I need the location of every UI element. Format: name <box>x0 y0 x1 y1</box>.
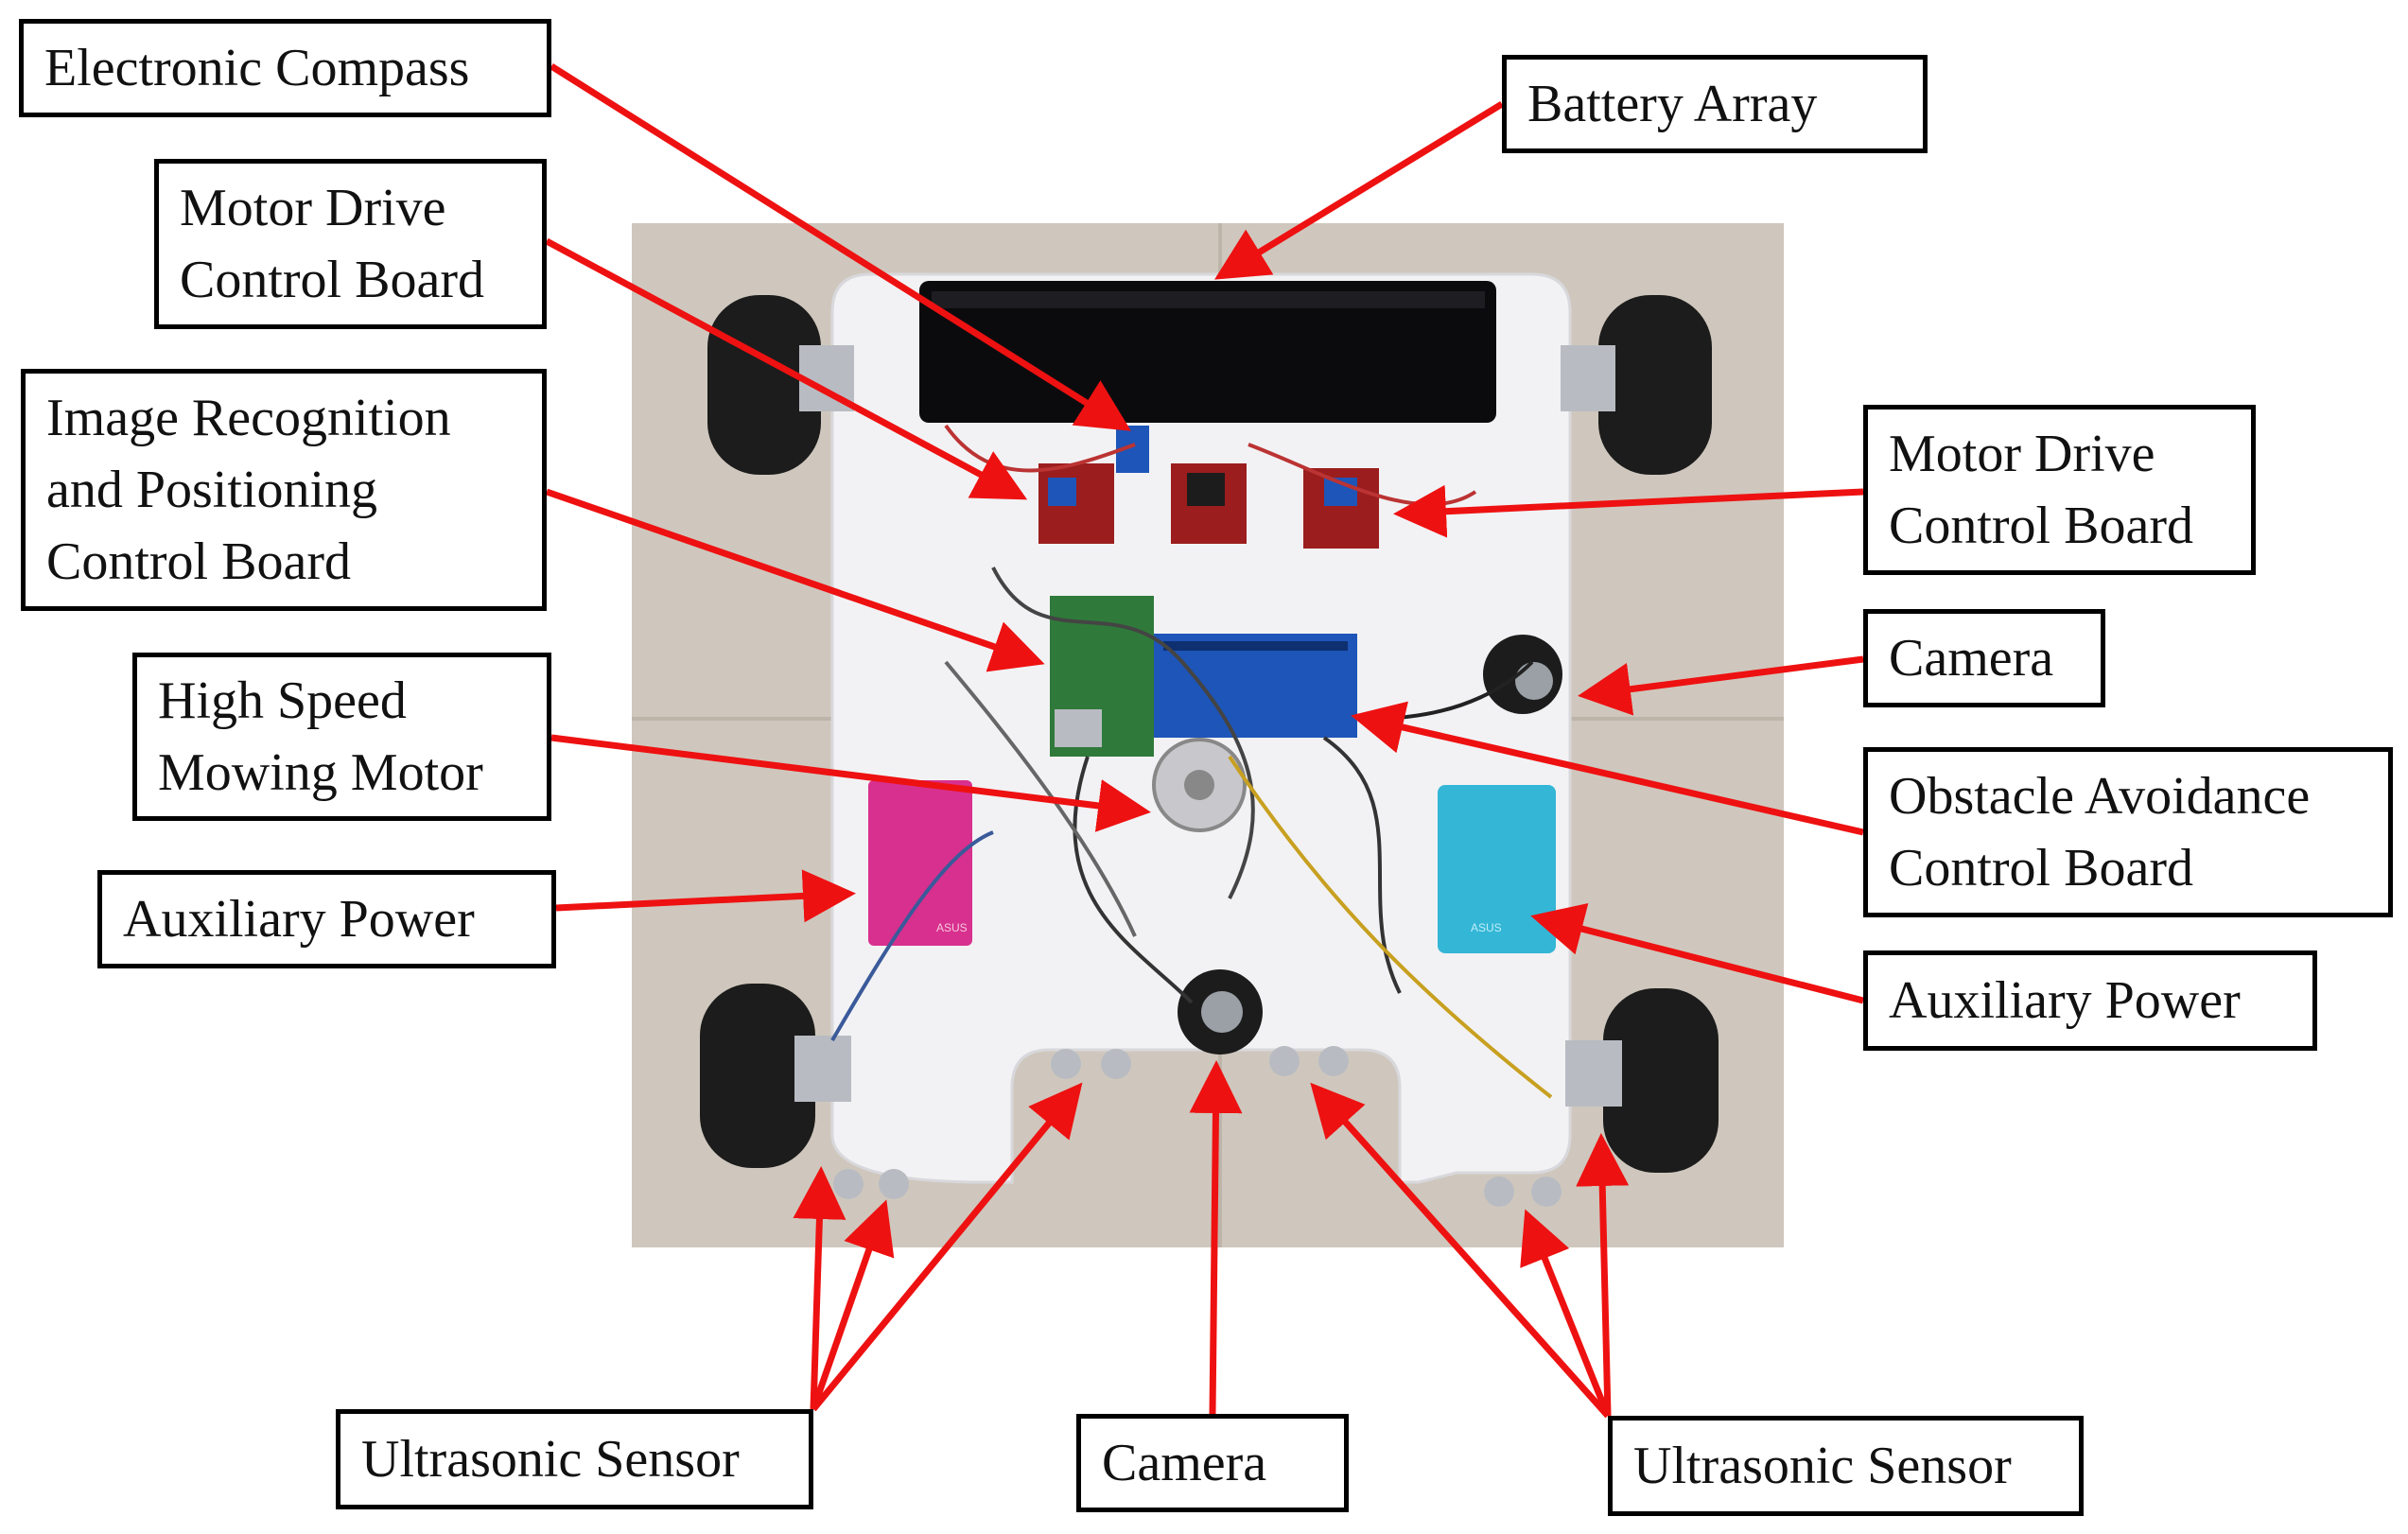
callout-arrows <box>545 63 1864 1419</box>
arrow-ultrasonic-r1 <box>1310 1082 1611 1419</box>
arrow-ultrasonic-l3 <box>811 1082 1083 1412</box>
arrow-ultrasonic-r2 <box>1520 1209 1612 1418</box>
ultrasonic-sensor-3 <box>1269 1046 1349 1076</box>
arrow-battery-array <box>1214 101 1504 280</box>
arrow-motor-drive-left <box>545 237 1028 500</box>
wheel-rear-left <box>700 984 851 1168</box>
aux-power-pink-brand: ASUS <box>936 921 968 934</box>
arrow-image-recognition <box>545 488 1045 672</box>
arrow-electronic-compass <box>550 63 1131 431</box>
label-aux-power-right: Auxiliary Power <box>1863 950 2317 1051</box>
label-motor-drive-right: Motor Drive Control Board <box>1863 405 2256 575</box>
label-ultrasonic-left: Ultrasonic Sensor <box>336 1409 813 1509</box>
label-camera-bottom: Camera <box>1076 1414 1349 1512</box>
ultrasonic-sensor-6 <box>1570 1055 1598 1083</box>
label-camera-right: Camera <box>1863 609 2105 707</box>
arrow-high-speed-motor <box>550 734 1151 832</box>
arrow-ultrasonic-l2 <box>810 1199 895 1411</box>
arrow-motor-drive-right <box>1393 484 1864 538</box>
label-motor-drive-left: Motor Drive Control Board <box>154 159 547 329</box>
aux-power-cyan <box>1438 785 1556 953</box>
arrow-aux-power-left <box>555 869 856 923</box>
arrow-ultrasonic-l1 <box>793 1166 846 1410</box>
label-ultrasonic-right: Ultrasonic Sensor <box>1608 1416 2084 1516</box>
label-battery-array: Battery Array <box>1502 55 1928 153</box>
robot-photo: ASUS ASUS <box>632 223 1784 1247</box>
arrow-camera-right <box>1578 655 1864 716</box>
ultrasonic-sensor-2 <box>1051 1049 1131 1079</box>
ultrasonic-sensor-5 <box>797 1055 826 1083</box>
aux-power-pink <box>868 780 972 946</box>
arrow-obstacle-avoidance <box>1351 701 1864 836</box>
label-aux-power-left: Auxiliary Power <box>97 870 556 968</box>
arrow-aux-power-right <box>1530 902 1864 1004</box>
label-electronic-compass: Electronic Compass <box>19 19 551 117</box>
label-image-recognition: Image Recognition and Positioning Contro… <box>21 369 547 611</box>
ultrasonic-sensor-4 <box>1484 1177 1562 1207</box>
label-high-speed-motor: High Speed Mowing Motor <box>132 653 551 821</box>
obstacle-board <box>1154 634 1357 738</box>
aux-power-cyan-brand: ASUS <box>1471 921 1502 934</box>
arrow-camera-bottom <box>1189 1060 1243 1415</box>
label-obstacle-avoidance: Obstacle Avoidance Control Board <box>1863 747 2393 917</box>
wheel-front-right <box>1561 295 1712 475</box>
arrow-ultrasonic-r3 <box>1576 1133 1630 1417</box>
